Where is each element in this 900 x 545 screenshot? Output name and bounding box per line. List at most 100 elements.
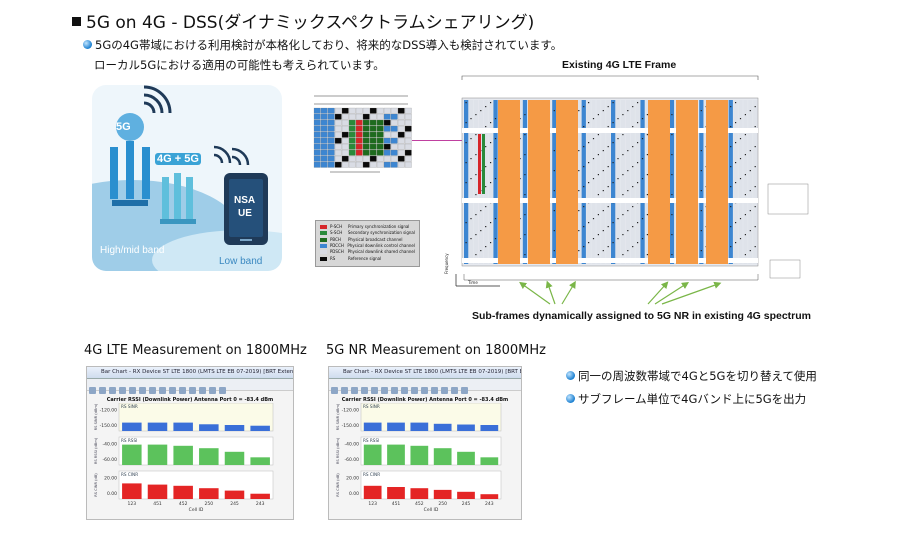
nr-subframe [706,100,728,264]
bar [173,422,193,431]
nr-subframe [556,100,578,264]
bullet-icon [566,394,575,403]
toolbar-icon[interactable] [421,387,428,394]
toolbar-icon[interactable] [401,387,408,394]
note-1-text: 同一の周波数帯域で4Gと5Gを切り替えて使用 [578,369,817,383]
legend-desc: Physical downlink shared channel [347,249,415,255]
measurement-window-5g[interactable]: Bar Chart - RX Device ST LTE 1800 (LMTS … [328,366,522,520]
phone-icon [224,173,268,245]
panel-label: RS SINR [121,404,138,409]
toolbar-icon[interactable] [189,387,196,394]
legend-desc: Physical downlink control channel [347,243,415,249]
bar [387,422,405,431]
bar [410,422,429,431]
bar [147,484,168,499]
toolbar-icon[interactable] [109,387,116,394]
toolbar-icon[interactable] [129,387,136,394]
legend-code: S-SCH [329,230,343,236]
window-title: Bar Chart - RX Device ST LTE 1800 (LMTS … [329,367,521,379]
tick-label: -60.00 [344,457,359,463]
toolbar-icon[interactable] [351,387,358,394]
bar [480,425,499,431]
tick-label: 0.00 [349,491,359,497]
toolbar-icon[interactable] [411,387,418,394]
toolbar-icon[interactable] [371,387,378,394]
toolbar-icon[interactable] [361,387,368,394]
bar [433,489,452,499]
lte-frame-diagram: Time Frequency [440,74,810,298]
tick-label: -40.00 [102,441,117,447]
bar [480,494,499,499]
bar [122,444,142,465]
toolbar-icon[interactable] [149,387,156,394]
tick-label: -120.00 [342,407,360,413]
page-title: 5G on 4G - DSS(ダイナミックスペクトラムシェアリング) [72,8,534,33]
toolbar-icon[interactable] [99,387,106,394]
legend-item: P-SCH Primary synchronization signal [320,224,415,230]
chart-panel [360,403,502,432]
window-toolbar[interactable] [329,379,521,394]
toolbar-icon[interactable] [139,387,146,394]
note-2-text: サブフレーム単位で4Gバンド上に5Gを出力 [578,392,807,406]
measurement-window-4g[interactable]: Bar Chart - RX Device ST LTE 1800 (LMTS … [86,366,294,520]
chart-title: Carrier RSSI (Downlink Power) Antenna Po… [106,397,274,403]
axis-label: RS RSSI (dBm) [336,437,340,464]
toolbar-icon[interactable] [89,387,96,394]
x-tick-label: 243 [485,501,494,507]
toolbar-icon[interactable] [461,387,468,394]
bar [433,448,452,465]
page-title-text: 5G on 4G - DSS(ダイナミックスペクトラムシェアリング) [86,13,535,33]
intro-line-1-text: 5Gの4G帯域における利用検討が本格化しており、将来的なDSS導入も検討されてい… [95,38,563,52]
toolbar-icon[interactable] [431,387,438,394]
toolbar-icon[interactable] [119,387,126,394]
nr-subframe [676,100,698,264]
bar [480,457,499,465]
x-tick-label: 451 [153,501,162,507]
x-tick-label: 250 [438,501,447,507]
chart-panel [118,403,274,432]
nr-subframe [648,100,670,264]
resource-grid-svg [313,95,412,173]
label-low-band: Low band [219,256,263,267]
toolbar-icon[interactable] [381,387,388,394]
bar [250,425,270,431]
toolbar-icon[interactable] [331,387,338,394]
x-tick-label: 243 [256,501,265,507]
tick-label: -120.00 [100,407,118,413]
bar [224,451,245,465]
bar [433,423,452,431]
bar [122,422,142,431]
window-toolbar[interactable] [87,379,293,394]
lte-frame-svg: Time Frequency [444,75,809,287]
chart-panel [360,436,502,466]
toolbar-icon[interactable] [159,387,166,394]
toolbar-icon[interactable] [209,387,216,394]
toolbar-icon[interactable] [199,387,206,394]
legend-desc: Secondary synchronization signal [347,230,415,236]
frame-heading: Existing 4G LTE Frame [562,59,677,71]
panel-label: RS SINR [363,404,380,409]
legend-code: P-SCH [330,224,343,230]
toolbar-icon[interactable] [451,387,458,394]
chart-panel [360,470,502,500]
toolbar-icon[interactable] [169,387,176,394]
axis-label: RS RSSI (dBm) [94,437,98,464]
bullet-icon [83,40,92,49]
legend-desc: Primary synchronization signal [348,224,410,230]
measurement-heading-5g: 5G NR Measurement on 1800MHz [326,343,546,358]
toolbar-icon[interactable] [441,387,448,394]
bar [173,485,193,499]
toolbar-icon[interactable] [179,387,186,394]
x-tick-label: 451 [392,501,401,507]
legend-swatch [320,244,327,249]
x-tick-label: 123 [128,501,137,507]
5g-tower-icon [110,113,150,206]
window-title: Bar Chart - RX Device ST LTE 1800 (LMTS … [87,367,293,379]
toolbar-icon[interactable] [391,387,398,394]
tick-label: 20.00 [346,475,359,481]
toolbar-icon[interactable] [219,387,226,394]
toolbar-icon[interactable] [341,387,348,394]
legend-code: RS [330,255,336,261]
